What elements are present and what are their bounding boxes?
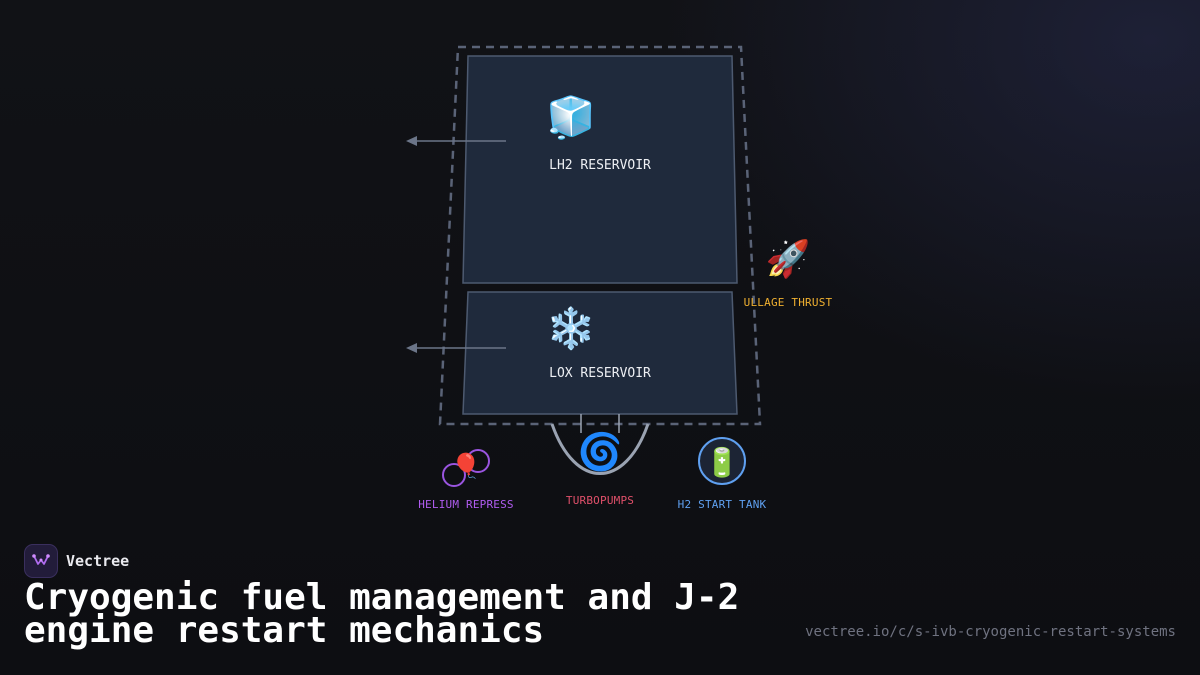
helium-sphere-right bbox=[466, 449, 490, 473]
brand-logo bbox=[24, 544, 58, 578]
page-title: Cryogenic fuel management and J-2 engine… bbox=[24, 577, 740, 651]
helium-repress-label: HELIUM REPRESS bbox=[418, 498, 514, 511]
tree-logo-icon bbox=[32, 554, 50, 565]
ullage-thrust-label: ULLAGE THRUST bbox=[743, 296, 833, 309]
stage-outline bbox=[438, 45, 762, 426]
lox-arrow bbox=[406, 343, 506, 353]
lox-reservoir-label: LOX RESERVOIR bbox=[549, 366, 651, 381]
brand: Vectree bbox=[24, 544, 129, 578]
helium-sphere-left bbox=[442, 463, 466, 487]
lh2-reservoir-label: LH2 RESERVOIR bbox=[549, 158, 651, 173]
ice-cube-icon: 🧊 bbox=[546, 95, 596, 141]
h2-start-tank-label: H2 START TANK bbox=[677, 498, 767, 511]
balloon-icon: 🎈 bbox=[451, 452, 481, 480]
lh2-arrow bbox=[406, 136, 506, 146]
lh2-tank bbox=[462, 55, 738, 284]
lox-tank bbox=[462, 291, 738, 415]
snowflake-icon: ❄️ bbox=[546, 306, 596, 352]
source-url[interactable]: vectree.io/c/s-ivb-cryogenic-restart-sys… bbox=[805, 624, 1176, 640]
battery-icon: 🔋 bbox=[704, 446, 740, 479]
brand-name: Vectree bbox=[66, 552, 130, 570]
turbopumps-label: TURBOPUMPS bbox=[565, 494, 635, 507]
rocket-icon: 🚀 bbox=[765, 239, 811, 280]
cyclone-icon: 🌀 bbox=[577, 432, 623, 473]
turbopump-bowl bbox=[550, 423, 650, 475]
h2-start-tank-circle bbox=[698, 437, 746, 485]
